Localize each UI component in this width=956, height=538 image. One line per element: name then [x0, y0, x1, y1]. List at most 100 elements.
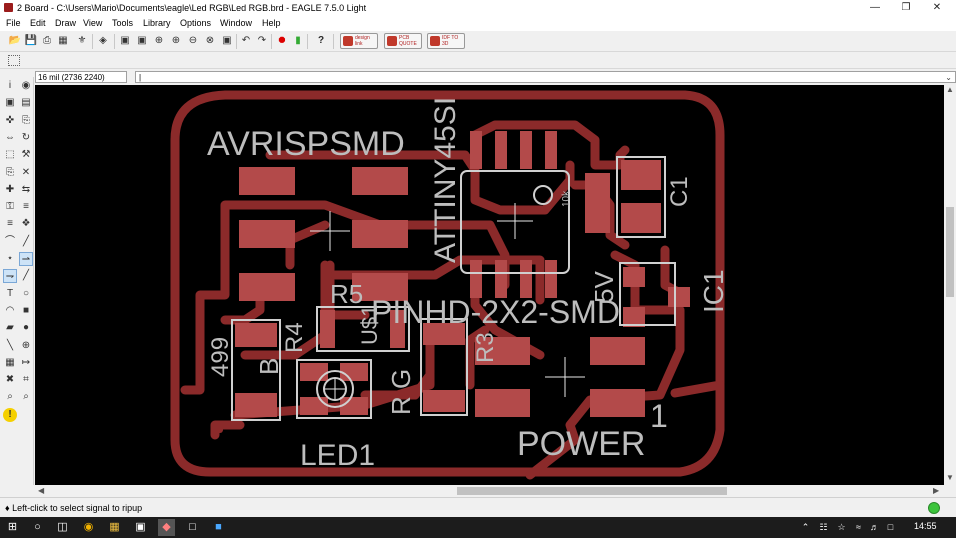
- explorer-icon[interactable]: ▦: [109, 521, 120, 533]
- lock-icon[interactable]: ⚿: [6, 201, 14, 213]
- display-icon[interactable]: ▣: [5, 97, 15, 109]
- scroll-left-icon[interactable]: ◀: [38, 486, 45, 495]
- menu-help[interactable]: Help: [262, 18, 281, 28]
- grid-icon[interactable]: [8, 55, 20, 66]
- replace-icon[interactable]: ⇆: [21, 183, 31, 195]
- via-icon[interactable]: ●: [22, 322, 30, 334]
- pcb-quote-button[interactable]: PCB QUOTE: [384, 33, 422, 49]
- hole-icon[interactable]: ⊕: [21, 339, 31, 351]
- taskview-icon[interactable]: ◫: [57, 521, 68, 533]
- zoom-out-icon[interactable]: ⊖: [188, 35, 198, 46]
- add-icon[interactable]: ✚: [5, 183, 15, 195]
- menu-library[interactable]: Library: [143, 18, 171, 28]
- volume-icon[interactable]: ♬: [870, 522, 879, 532]
- notifications-icon[interactable]: □: [887, 522, 894, 532]
- rotate-icon[interactable]: ↻: [21, 131, 31, 143]
- wifi-icon[interactable]: ≈: [856, 522, 861, 532]
- print-icon[interactable]: ⎙: [43, 35, 51, 46]
- go-icon[interactable]: ▮: [295, 35, 301, 46]
- mark-icon[interactable]: ▤: [21, 97, 31, 109]
- start-icon[interactable]: ⊞: [7, 521, 18, 533]
- arc-icon[interactable]: ◠: [5, 304, 15, 316]
- zoom-select-icon[interactable]: ▣: [137, 35, 147, 46]
- vertical-scrollbar[interactable]: ▲ ▼: [944, 85, 956, 485]
- eagle-icon[interactable]: ◆: [158, 519, 175, 536]
- up-arrow-icon[interactable]: ⌃: [801, 522, 810, 532]
- language-icon[interactable]: ☆: [837, 522, 846, 532]
- board-canvas[interactable]: AVRISPSMD ATTINY45SI PINHD-2X2-SMD POWER…: [35, 85, 944, 485]
- cortana-icon[interactable]: ○: [34, 521, 41, 533]
- optimize-icon[interactable]: ⋆: [6, 253, 14, 264]
- open-icon[interactable]: 📂: [8, 35, 22, 46]
- idf-to-3d-button[interactable]: IDF TO 3D: [427, 33, 465, 49]
- vertical-scroll-thumb[interactable]: [946, 207, 954, 297]
- scroll-down-icon[interactable]: ▼: [946, 473, 954, 482]
- delete-icon[interactable]: ✕: [21, 166, 31, 178]
- drc-icon[interactable]: ⌕: [7, 391, 13, 403]
- zoom-in-icon[interactable]: ⊕: [154, 35, 164, 46]
- signal-icon[interactable]: ╲: [6, 339, 14, 351]
- erc-icon[interactable]: !: [3, 407, 17, 422]
- close-icon[interactable]: ✕: [932, 2, 942, 13]
- menu-tools[interactable]: Tools: [112, 18, 134, 28]
- menu-draw[interactable]: Draw: [55, 18, 77, 28]
- chrome-icon[interactable]: ◉: [83, 521, 94, 533]
- store-icon[interactable]: ▣: [135, 521, 146, 533]
- command-input[interactable]: | ⌄: [135, 71, 956, 83]
- zoom-redraw-icon[interactable]: ⊗: [205, 35, 215, 46]
- rect-icon[interactable]: ■: [22, 304, 30, 316]
- network-icon[interactable]: ☷: [819, 522, 828, 532]
- paste-icon[interactable]: ⎘: [6, 166, 14, 178]
- menu-view[interactable]: View: [83, 18, 103, 28]
- undo-icon[interactable]: ↶: [241, 35, 251, 46]
- menu-file[interactable]: File: [6, 18, 21, 28]
- save-icon[interactable]: 💾: [24, 35, 38, 46]
- photoshop-icon[interactable]: ■: [215, 521, 222, 533]
- ulp-icon[interactable]: ◈: [99, 35, 107, 46]
- board-drawing[interactable]: AVRISPSMD ATTINY45SI PINHD-2X2-SMD POWER…: [35, 85, 944, 485]
- name-icon[interactable]: ≡: [23, 201, 29, 213]
- attribute-icon[interactable]: ▦: [5, 356, 15, 368]
- script-icon[interactable]: ⚜: [77, 35, 87, 46]
- show-icon[interactable]: ◉: [21, 80, 31, 91]
- restore-icon[interactable]: ❐: [901, 2, 911, 13]
- horizontal-scroll-thumb[interactable]: [457, 487, 727, 495]
- menu-window[interactable]: Window: [220, 18, 253, 28]
- stop-icon[interactable]: ⯃: [278, 36, 286, 45]
- circle-icon[interactable]: ○: [22, 287, 30, 299]
- menu-options[interactable]: Options: [180, 18, 212, 28]
- zoom-fit-icon[interactable]: ▣: [120, 35, 130, 46]
- group-icon[interactable]: ⬚: [5, 149, 15, 161]
- clock[interactable]: 14:55: [914, 521, 937, 531]
- scroll-up-icon[interactable]: ▲: [946, 85, 954, 94]
- scroll-right-icon[interactable]: ▶: [933, 486, 940, 495]
- copy-icon[interactable]: ⎘: [22, 114, 30, 126]
- value-icon[interactable]: ≡: [7, 218, 13, 230]
- text-icon[interactable]: T: [6, 287, 14, 299]
- redo-icon[interactable]: ↷: [257, 35, 267, 46]
- dimension-icon[interactable]: ↦: [21, 356, 31, 368]
- route-icon[interactable]: ⇀: [19, 252, 33, 266]
- autorouter-icon[interactable]: ⌗: [23, 374, 29, 386]
- polygon-icon[interactable]: ▰: [6, 322, 14, 334]
- move-icon[interactable]: ✜: [5, 114, 15, 126]
- smash-icon[interactable]: ❖: [21, 218, 31, 230]
- minimize-icon[interactable]: —: [870, 2, 880, 13]
- zoom-last-icon[interactable]: ▣: [222, 35, 232, 46]
- photos-icon[interactable]: □: [189, 521, 196, 533]
- chevron-down-icon[interactable]: ⌄: [945, 73, 952, 82]
- mirror-icon[interactable]: ⇔: [5, 131, 15, 143]
- change-icon[interactable]: ⚒: [21, 149, 31, 161]
- designlink-button[interactable]: design link: [340, 33, 378, 49]
- errors-icon[interactable]: ⌕: [23, 391, 29, 403]
- ratsnest-icon[interactable]: ✖: [5, 374, 15, 386]
- menu-edit[interactable]: Edit: [30, 18, 46, 28]
- miter-icon[interactable]: ⌒: [5, 235, 15, 247]
- help-icon[interactable]: ?: [317, 35, 325, 46]
- info-icon[interactable]: i: [8, 80, 12, 91]
- wire-icon[interactable]: ╱: [22, 270, 30, 282]
- zoom-in-icon[interactable]: ⊕: [171, 35, 181, 46]
- split-icon[interactable]: ╱: [22, 235, 30, 247]
- ripup-icon[interactable]: ⇁: [3, 269, 17, 284]
- horizontal-scrollbar[interactable]: ◀ ▶: [35, 485, 944, 497]
